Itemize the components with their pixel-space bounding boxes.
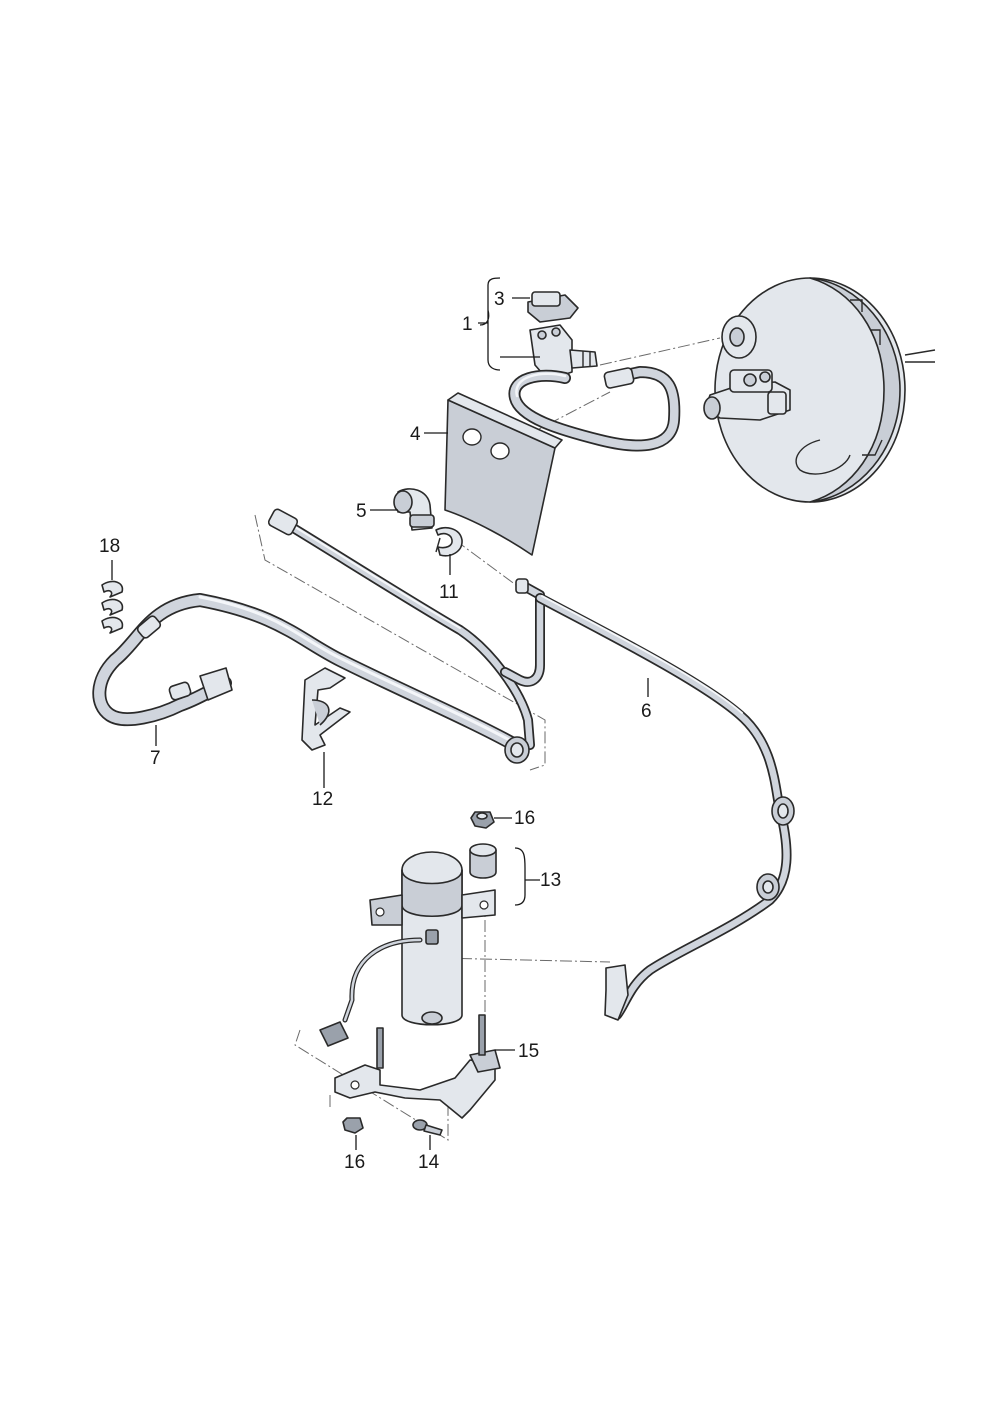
brake-servo — [703, 277, 936, 503]
callout-14: 14 — [418, 1152, 440, 1173]
callout-labels: 1 3 4 5 11 18 6 7 12 16 13 15 16 14 — [99, 289, 652, 1173]
servo-hose — [508, 366, 681, 452]
callout-6: 6 — [641, 701, 652, 722]
callout-3: 3 — [494, 289, 505, 310]
callout-15: 15 — [518, 1041, 539, 1062]
pump-carrier — [334, 1014, 501, 1119]
vacuum-hose-7 — [92, 593, 530, 764]
bracket-12 — [301, 667, 351, 751]
callout-16-top: 16 — [514, 808, 535, 829]
nut-16-bottom — [342, 1117, 364, 1134]
callout-13: 13 — [540, 870, 561, 891]
callout-7: 7 — [150, 748, 161, 769]
callout-18: 18 — [99, 536, 120, 557]
vacuum-line-6 — [500, 578, 795, 1021]
rubber-mount — [469, 843, 497, 879]
callout-5: 5 — [356, 501, 367, 522]
callout-4: 4 — [410, 424, 421, 445]
callout-1: 1 — [462, 314, 473, 335]
leader-lines — [111, 277, 649, 1150]
clip-set-18 — [101, 580, 124, 634]
bolt-14 — [412, 1119, 443, 1136]
callout-16-bottom: 16 — [344, 1152, 365, 1173]
callout-11: 11 — [439, 582, 459, 603]
nut-16-top — [470, 811, 495, 829]
vacuum-line-straight — [267, 508, 535, 750]
callout-12: 12 — [312, 789, 333, 810]
heat-shield — [444, 392, 563, 556]
non-return-valve — [527, 291, 598, 381]
vacuum-pump — [319, 851, 496, 1047]
elbow-connector — [393, 488, 435, 531]
clip-11 — [435, 526, 463, 557]
